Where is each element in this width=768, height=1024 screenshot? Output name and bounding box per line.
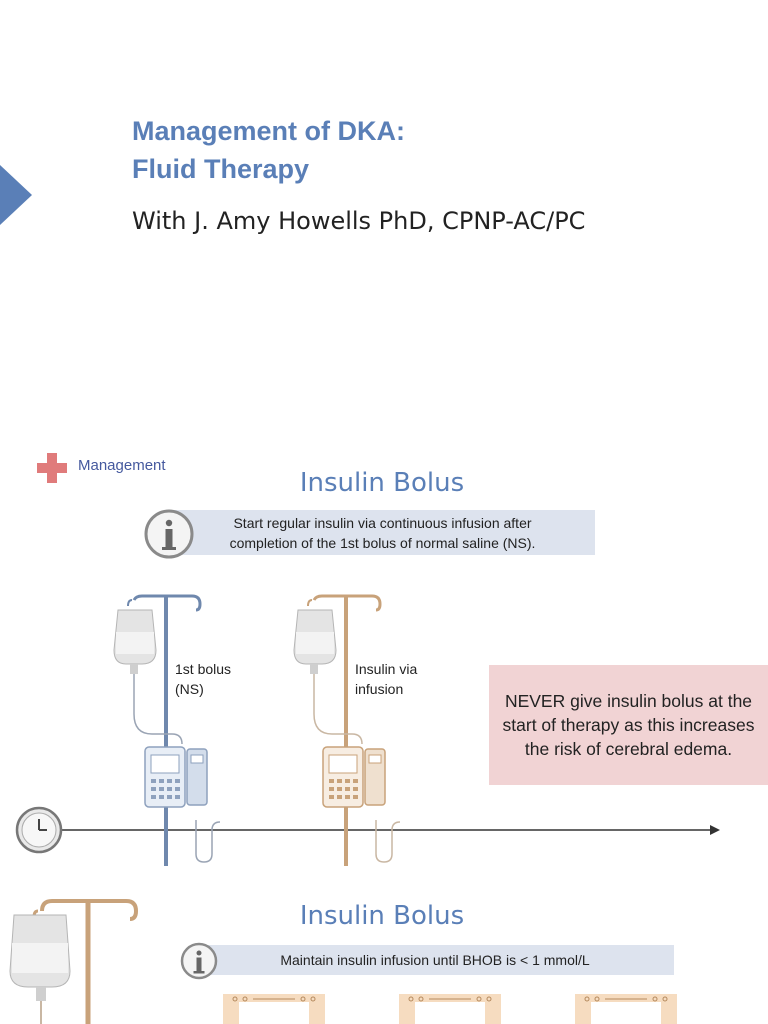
info-line-2: completion of the 1st bolus of normal sa…	[229, 534, 536, 551]
pump1-label: 1st bolus (NS)	[175, 659, 231, 699]
infusion-pump-icon	[575, 994, 677, 1024]
slide2-title: Insulin Bolus	[299, 901, 465, 931]
infusion-pump-icon	[399, 994, 501, 1024]
infusion-pump-icon	[144, 746, 208, 808]
title-line-2: Fluid Therapy	[132, 154, 310, 184]
iv-pole-icon	[293, 594, 382, 866]
iv-tube-icon	[375, 820, 401, 863]
section-label: Management	[78, 457, 166, 474]
page-title: Management of DKA: Fluid Therapy	[132, 112, 405, 188]
timeline-arrow	[60, 825, 720, 835]
iv-pole-icon	[113, 594, 202, 866]
medical-cross-icon	[37, 453, 67, 483]
info-icon	[144, 509, 194, 559]
pump1-label-line2: (NS)	[175, 681, 204, 697]
infusion-pump-icon	[322, 746, 386, 808]
presenter-subtitle: With J. Amy Howells PhD, CPNP-AC/PC	[132, 207, 586, 235]
warning-box: NEVER give insulin bolus at the start of…	[489, 665, 768, 785]
slide1-info-box: Start regular insulin via continuous inf…	[170, 510, 595, 555]
pump2-label: Insulin via infusion	[355, 659, 417, 699]
play-icon	[0, 165, 32, 225]
info-line-1: Start regular insulin via continuous inf…	[233, 514, 532, 531]
slide2-info-box: Maintain insulin infusion until BHOB is …	[196, 945, 674, 975]
iv-tube-icon	[195, 820, 221, 863]
pump2-label-line1: Insulin via	[355, 661, 418, 677]
pump1-label-line1: 1st bolus	[175, 661, 232, 677]
infusion-pump-icon	[223, 994, 325, 1024]
info-icon	[180, 942, 218, 980]
iv-pole-icon	[9, 899, 139, 1024]
title-line-1: Management of DKA:	[132, 116, 406, 146]
slide1-title: Insulin Bolus	[299, 468, 465, 498]
pump2-label-line2: infusion	[355, 681, 404, 697]
clock-icon	[15, 806, 63, 854]
